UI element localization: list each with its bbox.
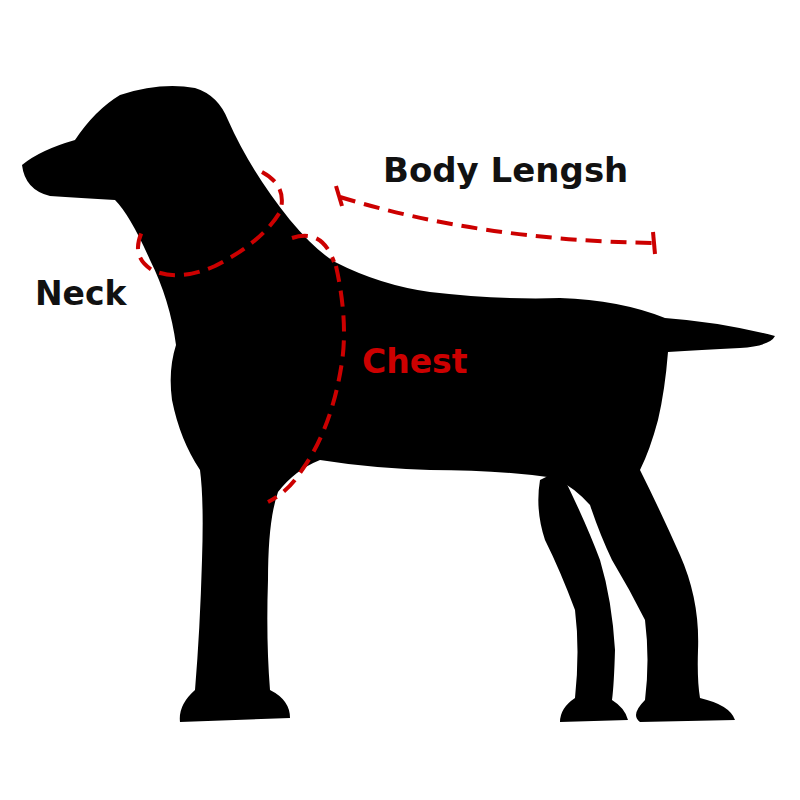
body-length-ticks — [336, 186, 655, 254]
tick — [653, 232, 655, 254]
chest-label: Chest — [362, 345, 468, 378]
neck-measure — [138, 172, 282, 275]
body-length-label: Body Lengsh — [383, 153, 628, 187]
far-hind-leg — [538, 470, 628, 722]
body-length-measure — [340, 197, 652, 243]
neck-label: Neck — [35, 277, 127, 310]
chest-measure — [268, 266, 344, 502]
neck-measure-back — [292, 236, 334, 262]
measure-lines — [138, 172, 652, 502]
tick — [336, 186, 342, 206]
dog-silhouette — [22, 86, 775, 722]
